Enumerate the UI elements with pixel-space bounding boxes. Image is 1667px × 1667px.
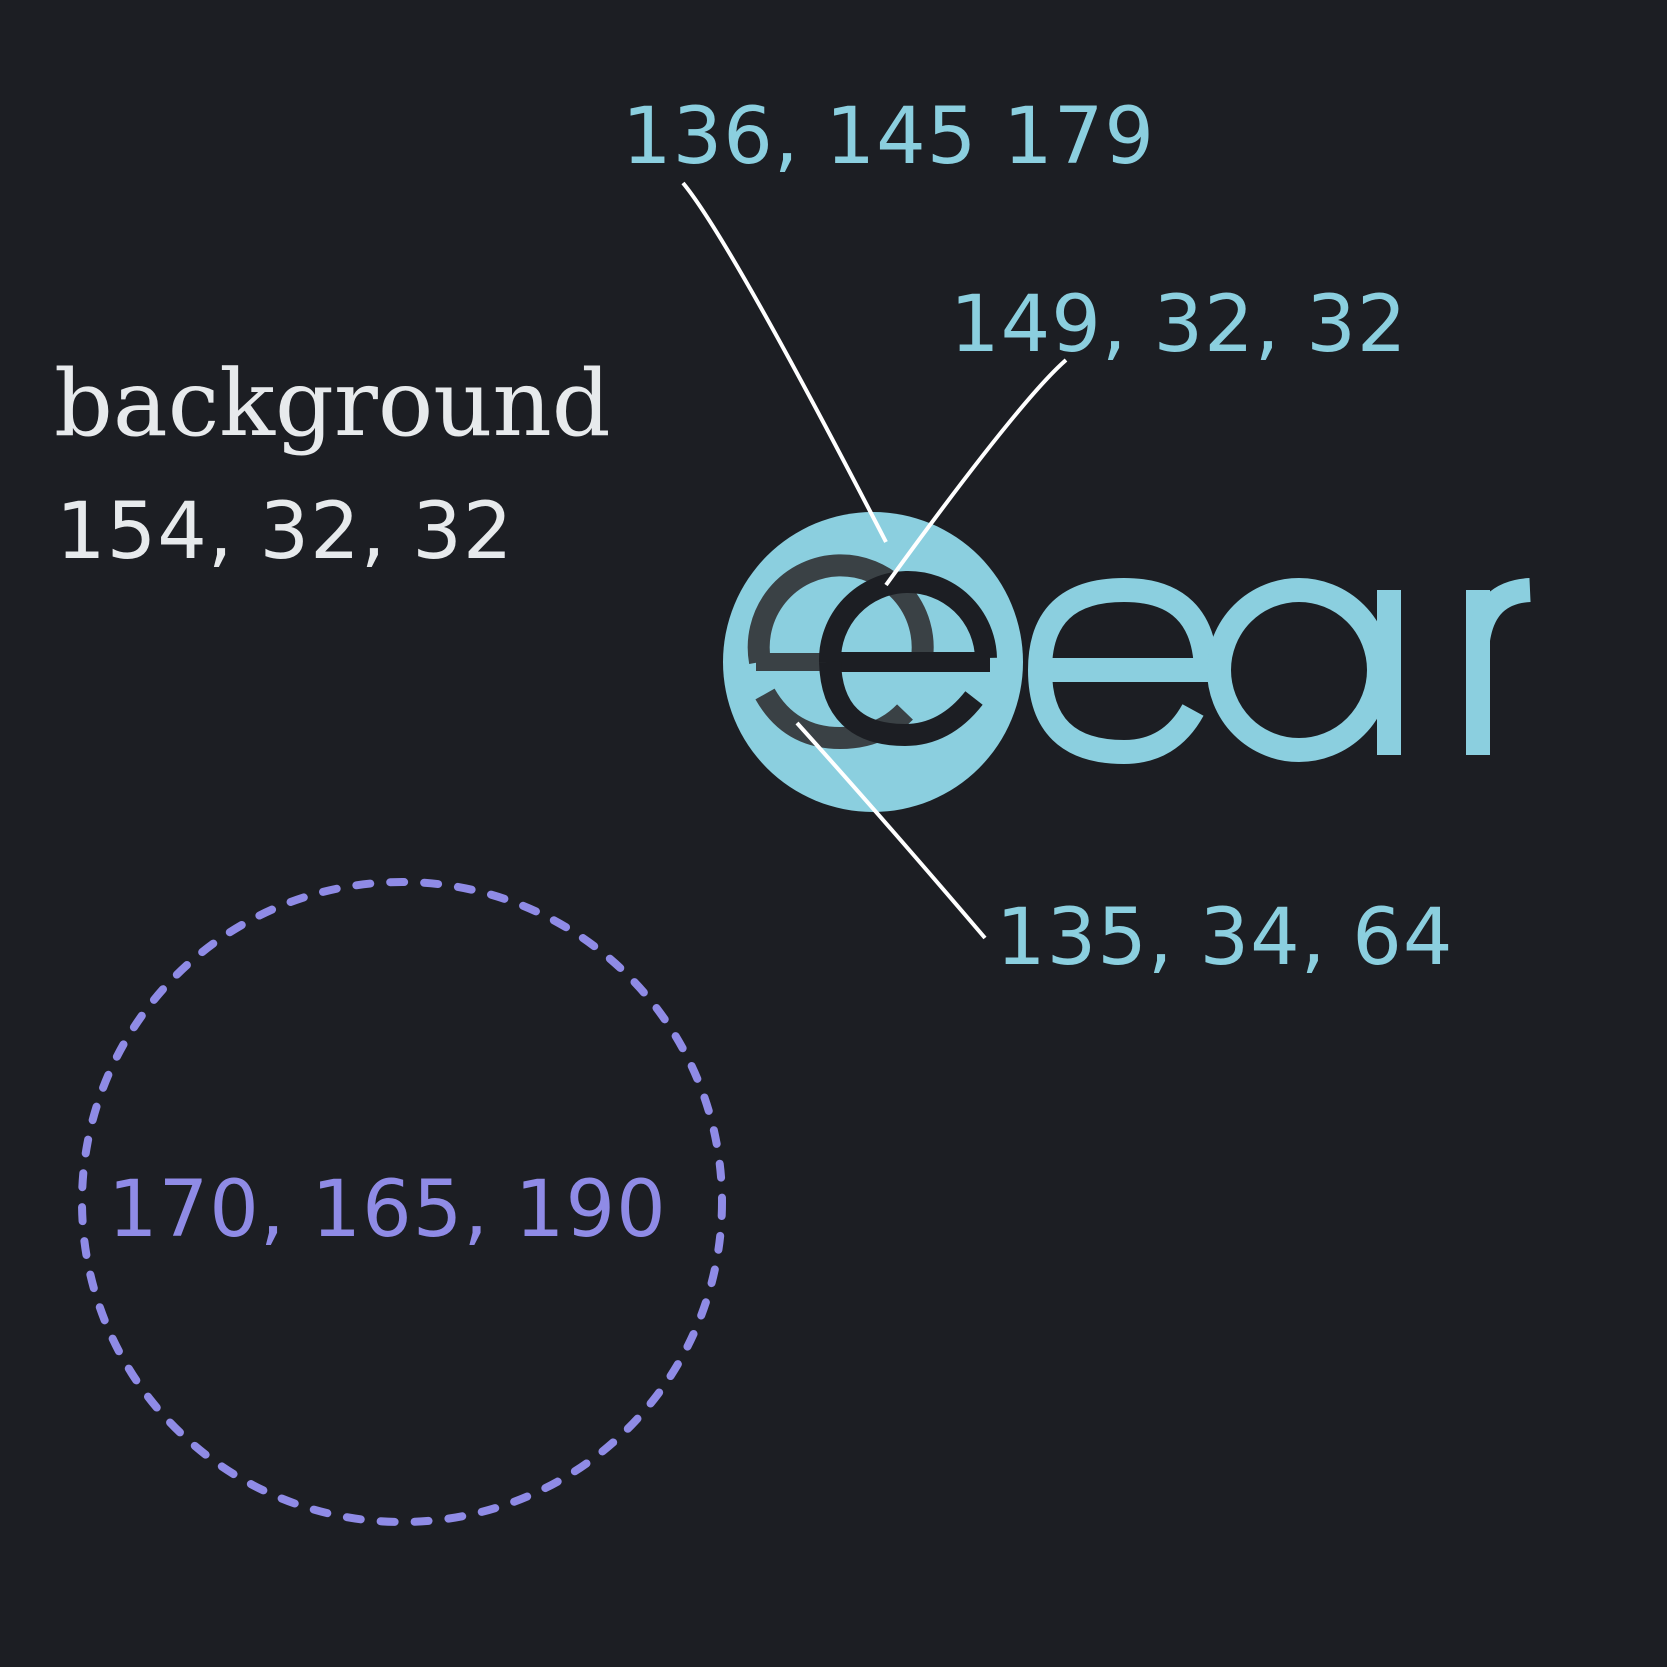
wordmark-letter-r xyxy=(1466,578,1532,755)
logo xyxy=(723,512,1532,812)
leader-line-top xyxy=(681,181,888,543)
lower-right-color-value: 135, 34, 64 xyxy=(996,893,1454,983)
logo-wordmark xyxy=(1027,577,1532,765)
logo-e-mark xyxy=(818,571,997,747)
background-rgb-value: 154, 32, 32 xyxy=(56,487,514,577)
leader-line-lower-right xyxy=(795,721,987,940)
dashed-highlight-circle xyxy=(78,878,726,1526)
upper-right-color-value: 149, 32, 32 xyxy=(950,280,1408,370)
wordmark-letter-e xyxy=(1027,577,1219,765)
circle-color-value: 170, 165, 190 xyxy=(108,1165,667,1255)
background-title: background xyxy=(54,350,611,457)
leader-line-upper-right xyxy=(884,358,1068,587)
top-color-value: 136, 145 179 xyxy=(622,92,1156,182)
wordmark-letter-a xyxy=(1207,578,1401,762)
leader-lines xyxy=(681,181,1068,940)
